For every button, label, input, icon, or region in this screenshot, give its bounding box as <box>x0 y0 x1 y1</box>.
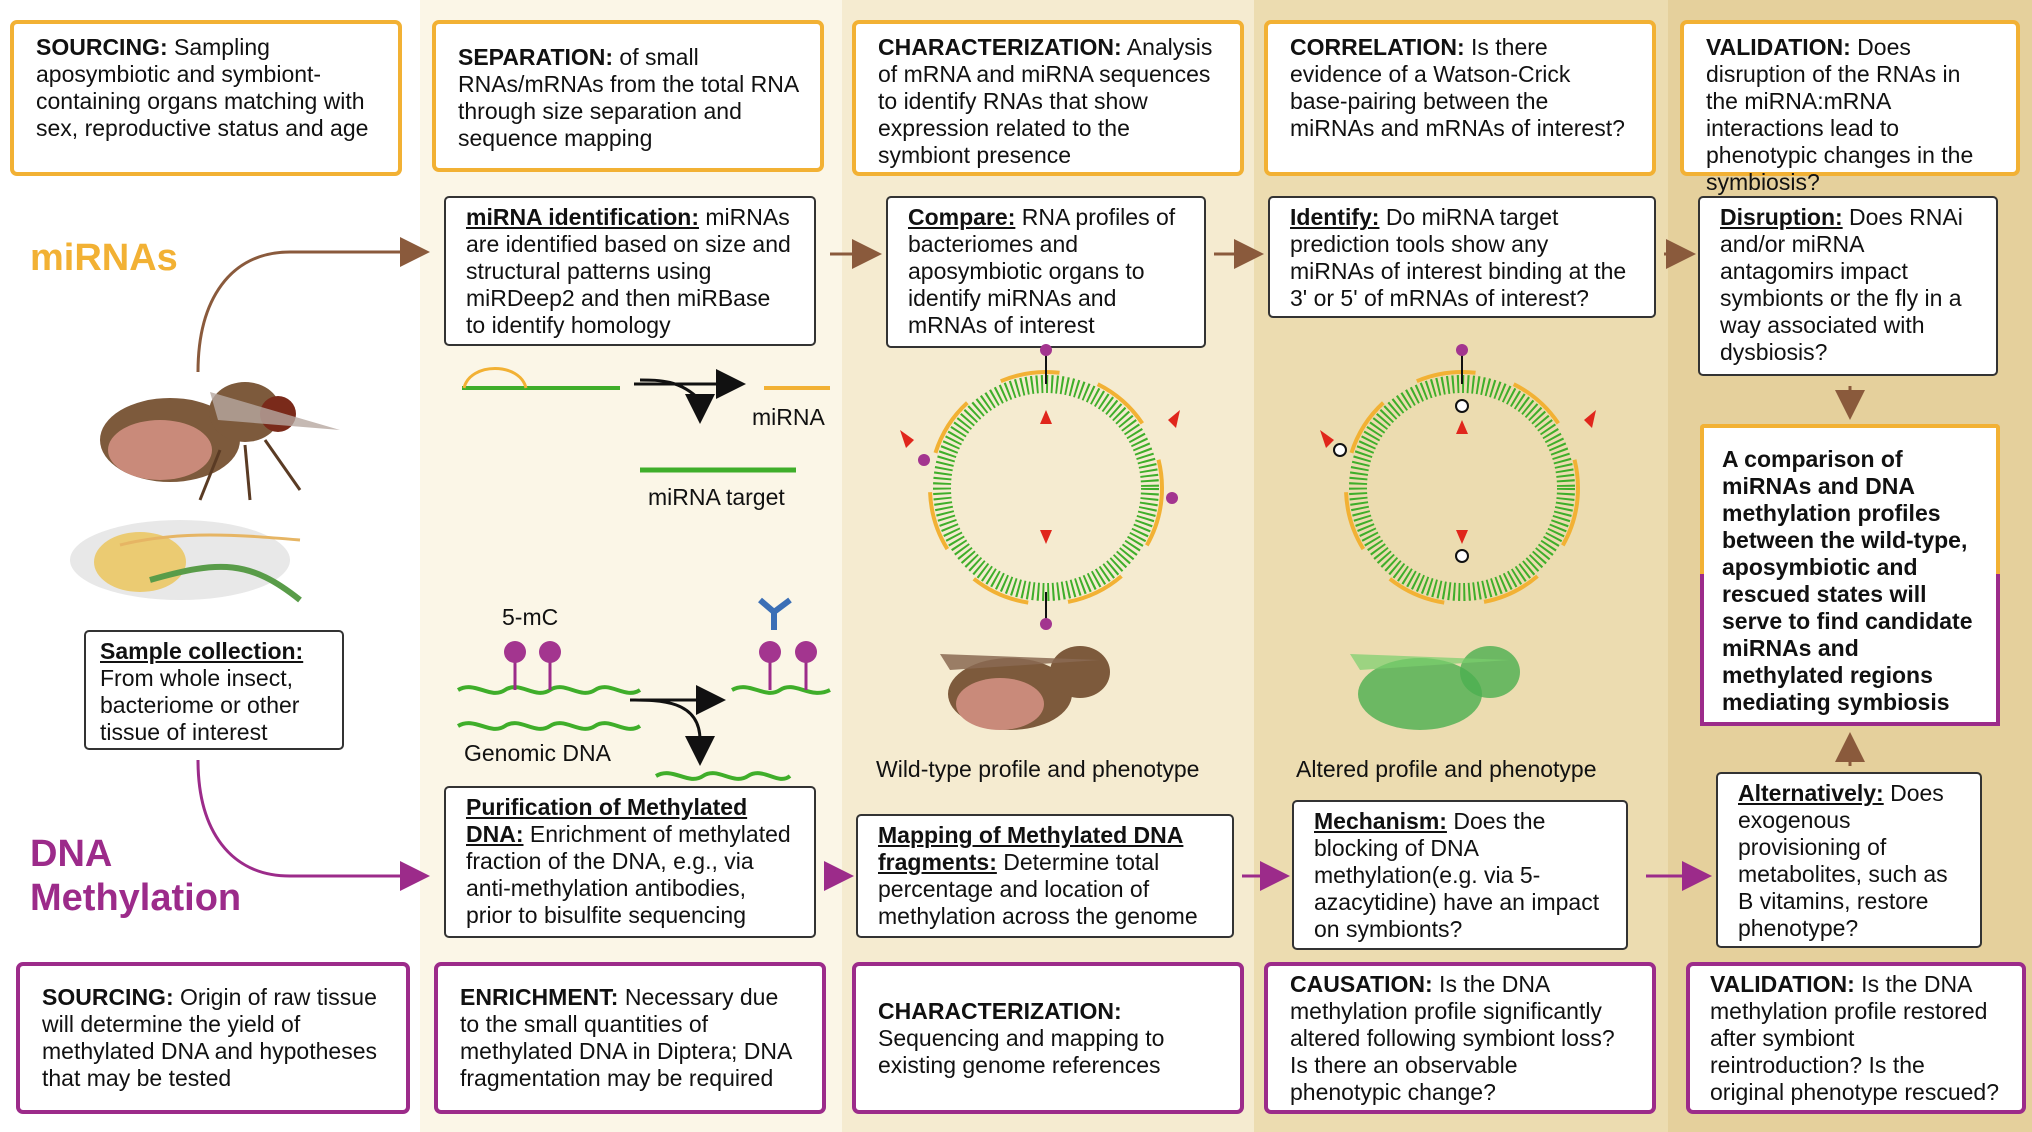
top-box-correlation: CORRELATION: Is there evidence of a Wats… <box>1264 20 1656 176</box>
fly-illustration <box>100 382 340 501</box>
top-box-sourcing: SOURCING: Sampling aposymbiotic and symb… <box>10 20 402 176</box>
purification-box: Purification of Methylated DNA: Enrichme… <box>444 786 816 938</box>
fly-wildtype-illustration <box>940 646 1110 730</box>
disruption-box: Disruption: Does RNAi and/or miRNA antag… <box>1698 196 1998 376</box>
mirna-identification-text: miRNAs are identified based on size and … <box>466 204 791 338</box>
mirna-target-label: miRNA target <box>648 484 785 510</box>
row-label-methylation: DNA Methylation <box>30 833 242 919</box>
conclusion-border-split-right <box>1996 574 2000 726</box>
bottom-box-causation: CAUSATION: Is the DNA methylation profil… <box>1264 962 1656 1114</box>
conclusion-border-split <box>1700 574 1704 726</box>
identify-box: Identify: Do miRNA target prediction too… <box>1268 196 1656 318</box>
mapping-title: Mapping of Methylated DNA fragments: <box>878 822 1184 875</box>
top-characterization-text: Analysis of mRNA and miRNA sequences to … <box>878 34 1213 168</box>
top-separation-text: of small RNAs/mRNAs from the total RNA t… <box>458 44 798 151</box>
methylation-graphic <box>456 597 831 781</box>
curve-arrow-mirna <box>196 237 430 373</box>
top-characterization-title: CHARACTERIZATION: <box>878 34 1122 60</box>
conclusion-box: A comparison of miRNAs and DNA methylati… <box>1700 424 2000 726</box>
mapping-text: Determine total percentage and location … <box>878 849 1198 929</box>
column-band-separation <box>420 0 842 1132</box>
column-band-characterization <box>842 0 1254 1132</box>
purification-text: Enrichment of methylated fraction of the… <box>466 821 791 928</box>
five-mc-label: 5-mC <box>502 604 559 630</box>
top-sourcing-text: Sampling aposymbiotic and symbiont-conta… <box>36 34 369 141</box>
top-correlation-title: CORRELATION: <box>1290 34 1465 60</box>
mechanism-text: Does the blocking of DNA methylation(e.g… <box>1314 808 1600 942</box>
bottom-characterization-text: Sequencing and mapping to existing genom… <box>878 1024 1165 1078</box>
bottom-validation-title: VALIDATION: <box>1710 970 1855 997</box>
top-separation-title: SEPARATION: <box>458 44 614 70</box>
bottom-sourcing-title: SOURCING: <box>42 984 174 1010</box>
compare-title: Compare: <box>908 204 1016 230</box>
alternatively-title: Alternatively: <box>1738 780 1884 806</box>
top-validation-text: Does disruption of the RNAs in the miRNA… <box>1706 34 1974 195</box>
disruption-title: Disruption: <box>1720 204 1843 230</box>
sample-collection-box: Sample collection:From whole insect, bac… <box>84 630 344 750</box>
genome-circle-wildtype <box>900 344 1180 630</box>
mechanism-box: Mechanism: Does the blocking of DNA meth… <box>1292 800 1628 950</box>
wild-type-label: Wild-type profile and phenotype <box>876 756 1200 782</box>
top-correlation-text: Is there evidence of a Watson-Crick base… <box>1290 34 1625 141</box>
alternatively-box: Alternatively: Does exogenous provisioni… <box>1716 772 1982 948</box>
bottom-box-characterization: CHARACTERIZATION:Sequencing and mapping … <box>852 962 1244 1114</box>
compare-text: RNA profiles of bacteriomes and aposymbi… <box>908 204 1176 338</box>
mirna-processing-graphic <box>462 367 830 473</box>
mirna-identification-box: miRNA identification: miRNAs are identif… <box>444 196 816 346</box>
bottom-box-validation: VALIDATION: Is the DNA methylation profi… <box>1686 962 2026 1114</box>
mapping-box: Mapping of Methylated DNA fragments: Det… <box>856 814 1234 938</box>
row-label-mirnas: miRNAs <box>30 237 178 279</box>
top-box-validation: VALIDATION: Does disruption of the RNAs … <box>1680 20 2020 195</box>
identify-title: Identify: <box>1290 204 1380 230</box>
sample-collection-text: From whole insect, bacteriome or other t… <box>100 665 300 745</box>
genome-circle-altered <box>1320 344 1596 606</box>
mirna-label: miRNA <box>752 404 825 430</box>
disruption-text: Does RNAi and/or miRNA antagomirs impact… <box>1720 204 1963 365</box>
fly-altered-illustration <box>1350 646 1520 730</box>
altered-label: Altered profile and phenotype <box>1296 756 1597 782</box>
purification-title: Purification of Methylated DNA: <box>466 794 748 847</box>
bottom-sourcing-text: Origin of raw tissue will determine the … <box>42 984 377 1091</box>
curve-arrow-methylation <box>196 759 430 891</box>
alternatively-text: Does exogenous provisioning of metabolit… <box>1738 780 1948 941</box>
bottom-characterization-title: CHARACTERIZATION: <box>878 997 1122 1024</box>
top-validation-title: VALIDATION: <box>1706 34 1851 60</box>
genomic-dna-label: Genomic DNA <box>464 740 611 766</box>
bottom-enrichment-title: ENRICHMENT: <box>460 984 619 1010</box>
conclusion-text: A comparison of miRNAs and DNA methylati… <box>1722 446 1973 715</box>
bottom-validation-text: Is the DNA methylation profile restored … <box>1710 970 1999 1105</box>
sample-collection-title: Sample collection: <box>100 638 304 664</box>
bottom-box-sourcing: SOURCING: Origin of raw tissue will dete… <box>16 962 410 1114</box>
fly-anatomy-illustration <box>70 520 302 603</box>
bottom-box-enrichment: ENRICHMENT: Necessary due to the small q… <box>434 962 826 1114</box>
mirna-identification-title: miRNA identification: <box>466 204 699 230</box>
top-sourcing-title: SOURCING: <box>36 34 168 60</box>
top-box-characterization: CHARACTERIZATION: Analysis of mRNA and m… <box>852 20 1244 176</box>
compare-box: Compare: RNA profiles of bacteriomes and… <box>886 196 1206 348</box>
top-box-separation: SEPARATION: of small RNAs/mRNAs from the… <box>432 20 824 172</box>
bottom-causation-title: CAUSATION: <box>1290 970 1433 997</box>
bottom-causation-text: Is the DNA methylation profile significa… <box>1290 970 1615 1105</box>
identify-text: Do miRNA target prediction tools show an… <box>1290 204 1627 311</box>
bottom-enrichment-text: Necessary due to the small quantities of… <box>460 984 792 1091</box>
mechanism-title: Mechanism: <box>1314 808 1447 834</box>
